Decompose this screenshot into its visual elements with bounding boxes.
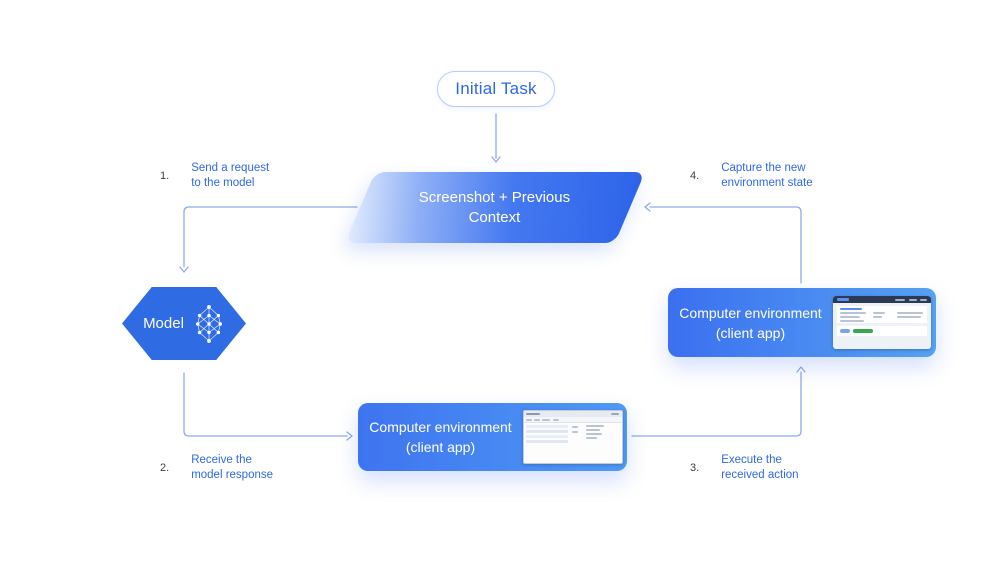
connector-screenshot-to-model — [179, 206, 358, 273]
step-1: 1. Send a request to the model — [160, 161, 269, 191]
initial-task-node: Initial Task — [437, 71, 555, 107]
neural-network-icon — [193, 303, 225, 345]
step-1-number: 1. — [160, 170, 170, 182]
model-label: Model — [143, 315, 184, 332]
thumbnail-menubar — [524, 417, 622, 423]
env-bottom-label: Computer environment (client app) — [369, 419, 512, 455]
desktop-window-screenshot-thumbnail — [523, 410, 623, 464]
thumbnail-actions-row — [837, 326, 927, 336]
step-4: 4. Capture the new environment state — [690, 161, 813, 191]
env-right-node: Computer environment (client app) — [668, 288, 936, 357]
connector-model-to-env-bottom — [183, 372, 353, 441]
step-3-label: Execute the received action — [721, 454, 799, 481]
web-app-screenshot-thumbnail — [833, 296, 931, 349]
thumbnail-form-card — [837, 306, 927, 323]
screenshot-context-label: Screenshot + Previous Context — [419, 188, 571, 226]
env-bottom-node: Computer environment (client app) — [358, 403, 627, 471]
env-right-label: Computer environment (client app) — [679, 304, 822, 341]
step-2: 2. Receive the model response — [160, 453, 273, 483]
thumbnail-navbar — [833, 296, 931, 303]
connector-task-to-screenshot — [491, 113, 501, 163]
connector-env-bottom-to-env-right — [631, 366, 806, 437]
screenshot-context-node: Screenshot + Previous Context — [344, 172, 646, 243]
step-3-number: 3. — [690, 462, 700, 474]
initial-task-label: Initial Task — [455, 79, 537, 98]
step-3: 3. Execute the received action — [690, 453, 799, 483]
step-4-label: Capture the new environment state — [721, 162, 813, 189]
thumbnail-titlebar — [524, 411, 622, 417]
step-1-label: Send a request to the model — [191, 162, 270, 189]
step-2-number: 2. — [160, 462, 170, 474]
step-2-label: Receive the model response — [191, 454, 274, 481]
step-4-number: 4. — [690, 170, 700, 182]
connector-env-right-to-screenshot — [644, 202, 802, 284]
model-node: Model — [122, 287, 246, 360]
